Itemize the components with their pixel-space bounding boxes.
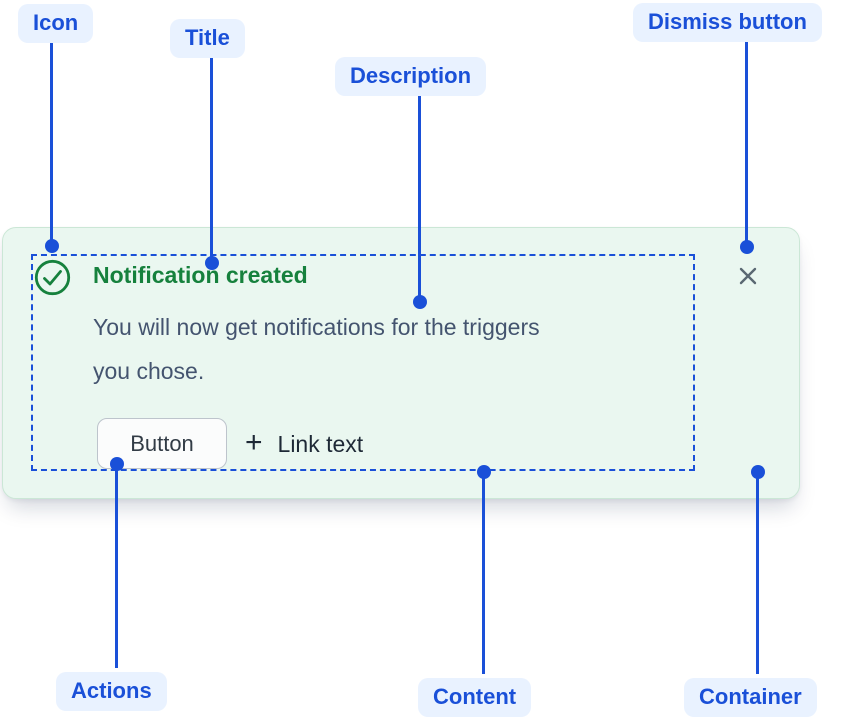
- callout-line-title: [210, 56, 213, 257]
- callout-dot-title: [205, 256, 219, 270]
- callout-label-container: Container: [684, 678, 817, 717]
- notification-description: You will now get notifications for the t…: [93, 314, 540, 384]
- content-region-outline: [31, 254, 695, 471]
- action-link-label: Link text: [277, 430, 364, 457]
- callout-dot-description: [413, 295, 427, 309]
- callout-line-dismiss-button: [745, 40, 748, 241]
- callout-dot-dismiss-button: [740, 240, 754, 254]
- callout-label-dismiss-button: Dismiss button: [633, 3, 822, 42]
- check-circle-icon: [34, 259, 71, 296]
- close-icon: [739, 267, 757, 285]
- dismiss-button[interactable]: [735, 263, 761, 289]
- callout-label-actions: Actions: [56, 672, 167, 711]
- callout-dot-container: [751, 465, 765, 479]
- callout-line-content: [482, 476, 485, 674]
- callout-label-description: Description: [335, 57, 487, 96]
- callout-dot-icon: [45, 239, 59, 253]
- callout-label-icon: Icon: [18, 4, 94, 43]
- plus-icon: +: [245, 426, 263, 459]
- action-link[interactable]: + Link text: [245, 424, 363, 464]
- callout-line-description: [418, 96, 421, 296]
- callout-line-actions: [115, 468, 118, 668]
- callout-label-content: Content: [418, 678, 532, 717]
- action-button-label: Button: [130, 430, 194, 456]
- callout-dot-actions: [110, 457, 124, 471]
- callout-dot-content: [477, 465, 491, 479]
- notification-title: Notification created: [93, 262, 308, 288]
- callout-line-icon: [50, 42, 53, 240]
- callout-line-container: [756, 476, 759, 674]
- callout-label-title: Title: [170, 19, 245, 58]
